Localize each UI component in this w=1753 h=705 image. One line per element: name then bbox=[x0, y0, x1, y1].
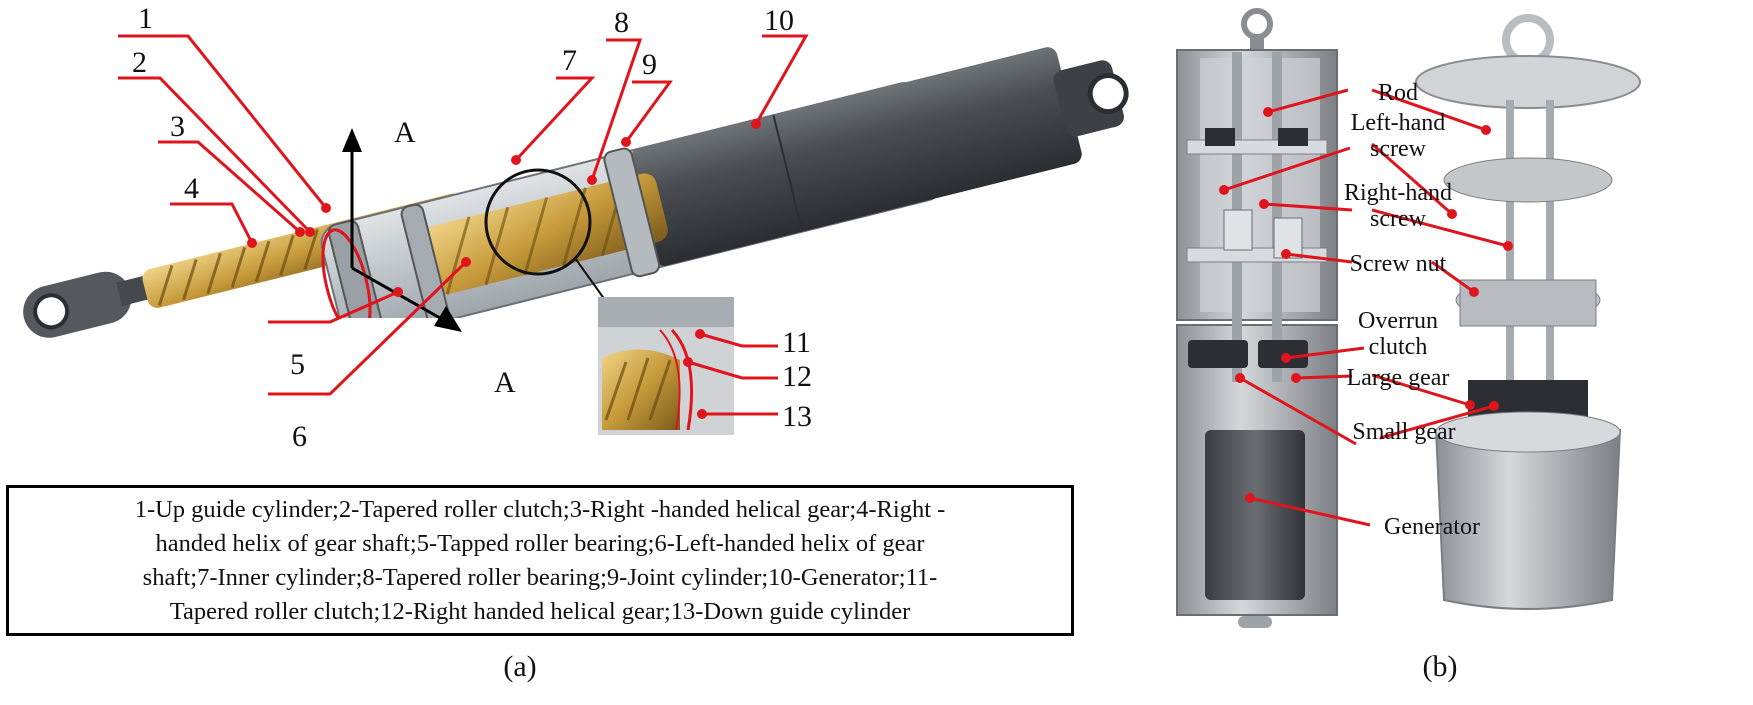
inset-detail bbox=[598, 297, 734, 435]
legend-line-2: handed helix of gear shaft;5-Tapped roll… bbox=[155, 529, 925, 557]
part-number-8: 8 bbox=[614, 6, 629, 39]
label-left-hand-screw-1: Left-hand bbox=[1351, 110, 1446, 136]
legend-line-1: 1-Up guide cylinder;2-Tapered roller clu… bbox=[134, 495, 946, 523]
label-large-gear: Large gear bbox=[1347, 365, 1450, 391]
part-number-12: 12 bbox=[782, 360, 812, 393]
part-number-5: 5 bbox=[290, 348, 305, 381]
callout-dot-9 bbox=[621, 137, 631, 147]
callouts-a bbox=[118, 34, 809, 416]
section-mark-bottom: A bbox=[494, 366, 516, 399]
label-left-hand-screw-2: screw bbox=[1370, 136, 1427, 162]
section-mark-top: A bbox=[394, 116, 416, 149]
label-generator: Generator bbox=[1384, 514, 1480, 540]
label-rod: Rod bbox=[1378, 80, 1418, 106]
caption-a: (a) bbox=[503, 650, 536, 683]
parts-legend: 1-Up guide cylinder;2-Tapered roller clu… bbox=[6, 485, 1074, 636]
callout-dot-2 bbox=[305, 227, 315, 237]
actuator-illustration bbox=[23, 47, 1129, 435]
caption-b: (b) bbox=[1423, 650, 1458, 683]
part-number-9: 9 bbox=[642, 48, 657, 81]
label-right-hand-screw-2: screw bbox=[1370, 206, 1427, 232]
part-number-7: 7 bbox=[562, 44, 577, 77]
assembly-illustration bbox=[1415, 14, 1641, 610]
callout-dot-12 bbox=[683, 357, 693, 367]
part-number-11: 11 bbox=[782, 326, 811, 359]
part-number-2: 2 bbox=[132, 46, 147, 79]
callout-dot-7 bbox=[511, 155, 521, 165]
cutaway-illustration bbox=[1176, 8, 1338, 628]
part-number-6: 6 bbox=[292, 420, 307, 453]
part-number-3: 3 bbox=[170, 110, 185, 143]
label-screw-nut: Screw nut bbox=[1350, 251, 1447, 277]
part-number-13: 13 bbox=[782, 400, 812, 433]
label-overrun-clutch-1: Overrun bbox=[1358, 308, 1438, 334]
label-small-gear: Small gear bbox=[1352, 419, 1455, 445]
callout-dot-5 bbox=[393, 287, 403, 297]
label-right-hand-screw-1: Right-hand bbox=[1344, 180, 1452, 206]
callout-dot-4 bbox=[247, 238, 257, 248]
part-number-10: 10 bbox=[764, 4, 794, 37]
callout-dot-11 bbox=[695, 329, 705, 339]
legend-line-3: shaft;7-Inner cylinder;8-Tapered roller … bbox=[142, 563, 938, 591]
part-number-1: 1 bbox=[138, 2, 153, 35]
callout-dot-13 bbox=[697, 409, 707, 419]
callout-dot-1 bbox=[321, 203, 331, 213]
callout-dot-6 bbox=[461, 257, 471, 267]
legend-line-4: Tapered roller clutch;12-Right handed he… bbox=[169, 597, 911, 625]
part-number-4: 4 bbox=[184, 172, 199, 205]
callout-dot-8 bbox=[587, 175, 597, 185]
callouts-b bbox=[1223, 88, 1509, 527]
label-overrun-clutch-2: clutch bbox=[1369, 334, 1428, 360]
callout-dot-10 bbox=[751, 119, 761, 129]
callout-dot-3 bbox=[295, 227, 305, 237]
